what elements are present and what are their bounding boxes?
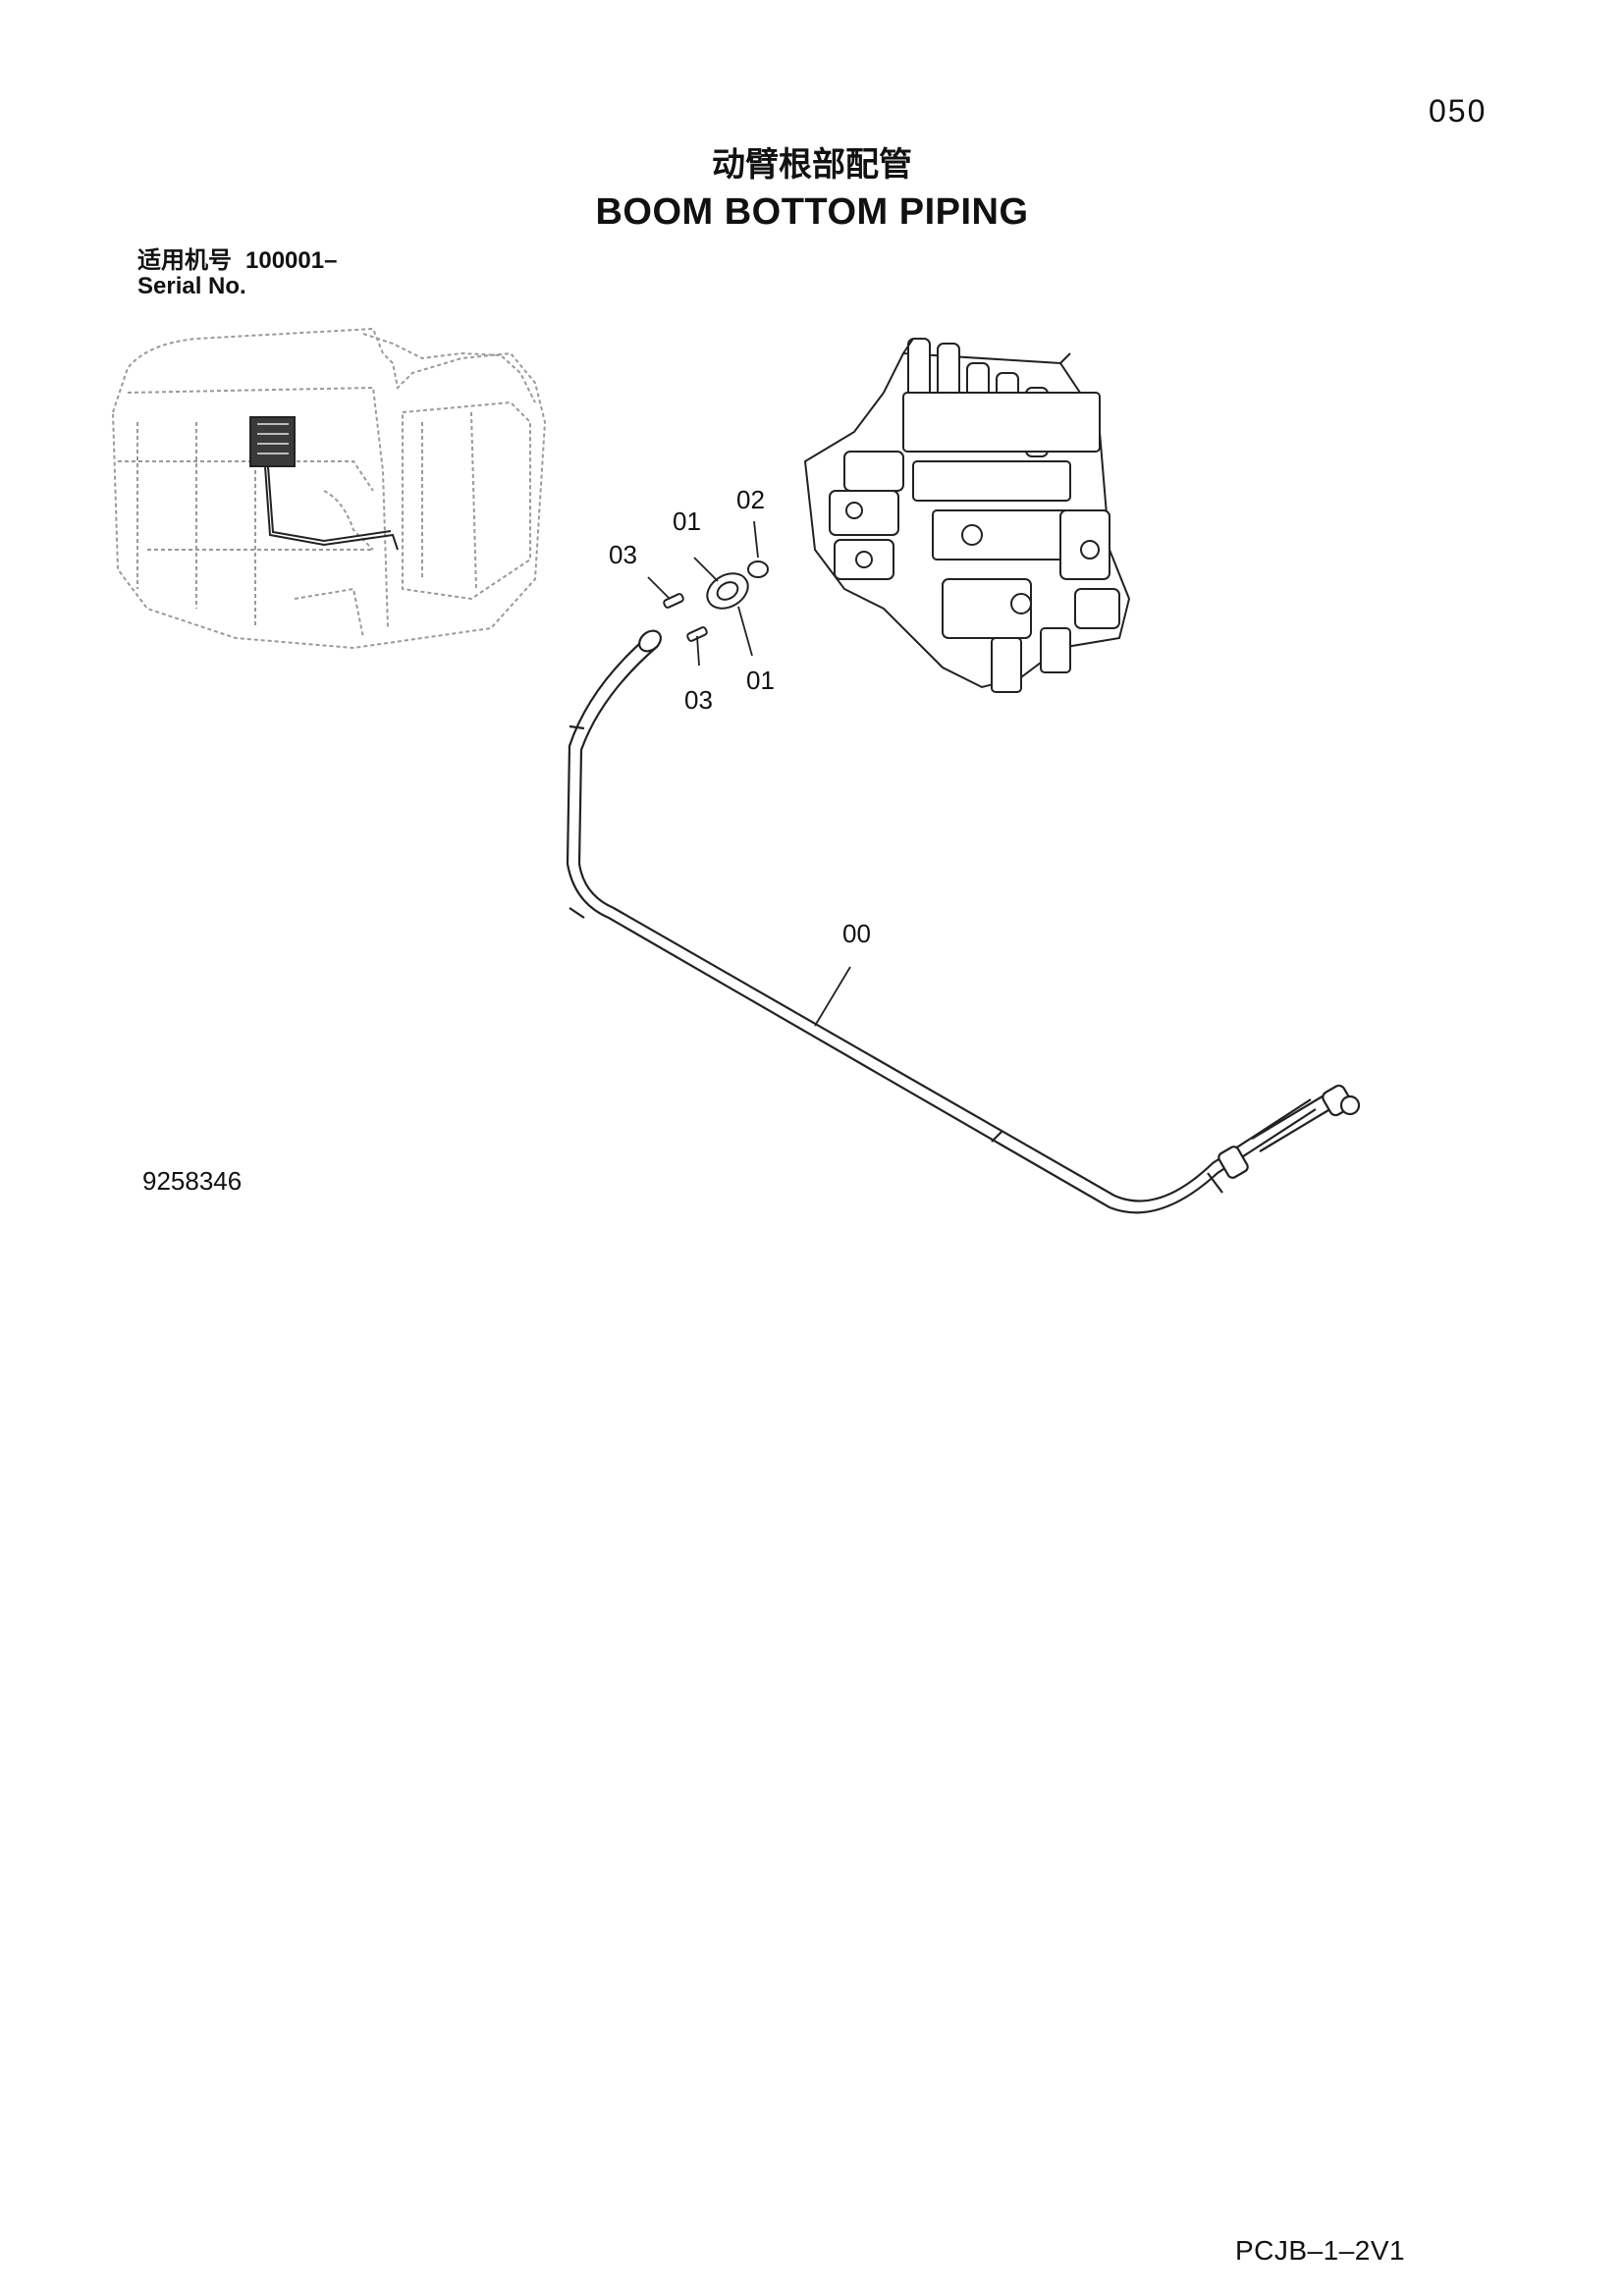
- callout-01-upper: 01: [673, 507, 701, 536]
- callout-03-lower: 03: [684, 685, 713, 715]
- boom-bottom-pipe-icon: [566, 629, 1361, 1214]
- page-number: 050: [1429, 93, 1488, 129]
- serial-line-cn: 适用机号 100001–: [137, 247, 337, 274]
- page-title-chinese: 动臂根部配管: [712, 145, 912, 185]
- callout-01-lower: 01: [746, 666, 775, 695]
- callout-03-upper: 03: [609, 540, 637, 569]
- o-ring-icon: [747, 561, 769, 578]
- overview-highlight: [249, 416, 399, 551]
- control-valve-icon: [803, 338, 1131, 693]
- page-title-english: BOOM BOTTOM PIPING: [595, 191, 1029, 233]
- leader-lines: [647, 520, 851, 1027]
- callout-02: 02: [736, 485, 765, 514]
- serial-label-en: Serial No.: [137, 273, 246, 299]
- serial-block: 适用机号 100001– Serial No.: [137, 247, 337, 299]
- serial-label-cn: 适用机号: [137, 246, 232, 274]
- flange-and-bolts-icon: [663, 561, 769, 642]
- drawing-number: 9258346: [142, 1166, 243, 1196]
- excavator-outline-icon: [111, 327, 547, 650]
- serial-range: 100001–: [245, 247, 338, 274]
- document-code: PCJB–1–2V1: [1235, 2235, 1406, 2266]
- callout-00: 00: [842, 919, 871, 948]
